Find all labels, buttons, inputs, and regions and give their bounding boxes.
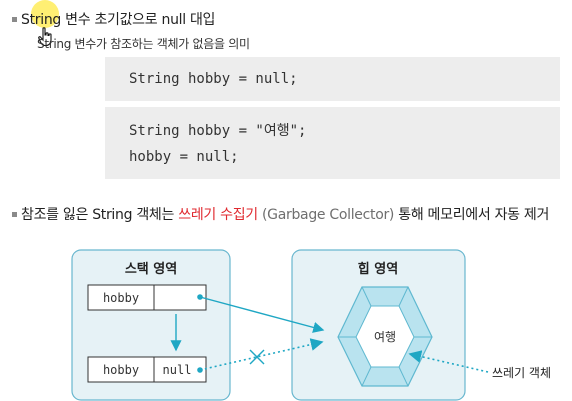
code-block-1: String hobby = null; <box>105 57 560 101</box>
bullet-subtext-1: String 변수가 참조하는 객체가 없음을 의미 <box>37 37 250 51</box>
bullet-marker <box>12 212 17 217</box>
bullet-marker <box>12 17 17 22</box>
bullet-2-highlight: 쓰레기 수집기 <box>178 207 258 223</box>
reference-arrow <box>199 296 325 333</box>
cursor-highlight <box>31 0 59 28</box>
bullet-2-part3: 통해 메모리에서 자동 제거 <box>394 207 550 223</box>
bullet-heading-1: String 변수 초기값으로 null 대입 <box>21 9 215 29</box>
memory-diagram: 스택 영역 힙 영역 hobby hobby null 여행 쓰레기 객체 <box>71 249 551 401</box>
code-line: String hobby = "여행"; <box>129 123 307 139</box>
bullet-1-prefix: String <box>21 12 61 28</box>
bullet-1-text: 변수 초기값으로 null 대입 <box>60 12 216 28</box>
code-line: hobby = null; <box>129 149 239 165</box>
heap-object-value: 여행 <box>374 329 396 344</box>
garbage-pointer-arrow <box>408 350 489 373</box>
bullet-2-part1: 참조를 잃은 String 객체는 <box>21 207 179 223</box>
broken-reference-arrow <box>199 338 324 371</box>
variable-value-2: null <box>163 363 192 377</box>
variable-name-1: hobby <box>103 291 139 305</box>
stack-area-title: 스택 영역 <box>125 261 177 277</box>
heap-area-title: 힙 영역 <box>358 261 398 277</box>
bullet-2-part2: (Garbage Collector) <box>257 207 395 223</box>
variable-name-cell <box>87 284 155 311</box>
code-block-2: String hobby = "여행"; hobby = null; <box>105 107 560 179</box>
garbage-object-label: 쓰레기 객체 <box>492 366 551 380</box>
hand-cursor-icon <box>38 27 52 47</box>
variable-name-2: hobby <box>103 363 139 377</box>
code-line: String hobby = null; <box>129 71 298 87</box>
cross-icon <box>249 349 265 365</box>
bullet-heading-2: 참조를 잃은 String 객체는 쓰레기 수집기 (Garbage Colle… <box>21 204 549 224</box>
